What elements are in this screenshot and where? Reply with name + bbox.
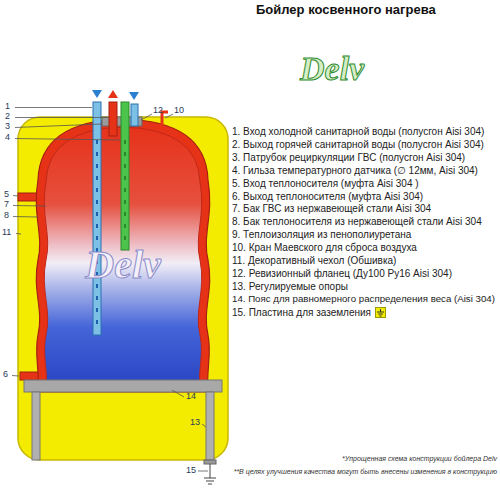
callout-number: 2	[5, 112, 10, 122]
leader-lines	[12, 108, 208, 472]
callout-number: 13	[190, 418, 200, 428]
pipe-perforation	[96, 140, 98, 330]
list-item: 2. Выход горячей санитарной воды (полусг…	[232, 139, 484, 150]
footnote: *Упрощенная схема конструкции бойлера De…	[342, 455, 497, 463]
callout-number: 3	[5, 122, 10, 132]
callout-number: 7	[4, 200, 9, 210]
flow-arrow	[92, 90, 102, 98]
icon-stroke	[377, 312, 384, 313]
icon-frame	[376, 308, 386, 318]
callout-number: 5	[4, 190, 9, 200]
list-item: 12. Ревизионный фланец (Ду100 Ру16 Aisi …	[232, 268, 452, 279]
list-item: 10. Кран Маевского для сброса воздуха	[232, 242, 417, 253]
callout-number: 11	[2, 228, 11, 238]
list-item: 15. Пластина для заземления	[232, 307, 371, 318]
callout-number: 4	[5, 133, 10, 143]
watermark: Delv	[85, 243, 161, 287]
flow-arrow	[108, 90, 118, 98]
callout-number: 15	[186, 466, 196, 476]
callout-number: 1	[5, 102, 10, 112]
callout-number: 8	[4, 211, 9, 221]
hot-water-pipe	[109, 102, 117, 136]
ground-plate	[204, 460, 216, 464]
footnote: **В целях улучшения качества могут быть …	[234, 468, 497, 476]
support-leg	[206, 392, 214, 460]
list-item: 1. Вход холодной санитарной воды (полусг…	[232, 126, 484, 137]
cold-water-pipe	[93, 102, 101, 335]
support-leg	[32, 392, 40, 460]
list-item: 4. Гильза температурного датчика (∅ 12мм…	[232, 165, 478, 176]
list-item: 7. Бак ГВС из нержавеющей стали Aisi 304	[232, 203, 431, 214]
callout-number: 12	[153, 106, 163, 116]
callout-number: 14	[186, 392, 196, 402]
list-item: 13. Регулируемые опоры	[232, 281, 348, 292]
list-item: 11. Декоративный чехол (Обшивка)	[232, 255, 396, 266]
logo: Delv	[300, 50, 364, 87]
callout-number: 10	[174, 106, 184, 116]
outlet-pipe	[20, 372, 40, 380]
list-item: 5. Вход теплоносителя (муфта Aisi 304 )	[232, 178, 419, 189]
ground-icon	[375, 307, 386, 318]
icon-stroke	[379, 316, 381, 317]
recirculation-pipe	[131, 104, 138, 126]
list-item: 9. Теплоизоляция из пенополиуретана	[232, 229, 411, 240]
weight-belt	[24, 380, 222, 392]
callout-number: 6	[3, 370, 8, 380]
sensor-sleeve	[121, 102, 129, 250]
ground-symbol	[204, 464, 216, 484]
list-item: 3. Патрубок рециркуляции ГВС (полусгон A…	[232, 152, 465, 163]
list-item: 8. Бак теплоносителя из нержавеющей стал…	[232, 216, 482, 227]
list-item: 14. Пояс для равномерного распределения …	[232, 294, 495, 305]
list-item: 6. Выход теплоносителя (муфта Aisi 304)	[232, 191, 423, 202]
sleeve-marks	[124, 140, 126, 246]
flow-arrow	[129, 92, 139, 100]
icon-stroke	[378, 314, 383, 315]
title: Бойлер косвенного нагрева	[256, 3, 436, 17]
